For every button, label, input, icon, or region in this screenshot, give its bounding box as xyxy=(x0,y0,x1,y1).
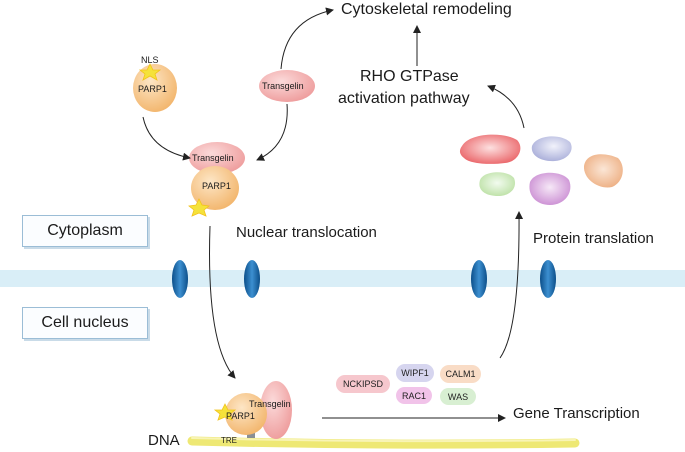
label-parp1-middle: PARP1 xyxy=(202,181,231,191)
label-nls: NLS xyxy=(141,55,159,65)
parp1-middle xyxy=(191,166,239,210)
arrow-parp1-to-complex xyxy=(142,116,191,161)
label-parp1-top: PARP1 xyxy=(138,84,167,94)
label-protein-translation: Protein translation xyxy=(533,230,654,247)
label-tre: TRE xyxy=(221,436,237,445)
nuclear-pore-2 xyxy=(244,260,260,298)
label-parp1-bottom: PARP1 xyxy=(226,411,255,421)
nuclear-pore-3 xyxy=(471,260,487,298)
arrow-transgelin-to-complex xyxy=(256,103,288,161)
nls-star xyxy=(138,63,162,81)
protein-red xyxy=(459,134,521,164)
arrow-protein-translation xyxy=(499,211,524,359)
parp1-bottom xyxy=(225,393,267,435)
protein-orange xyxy=(583,154,623,188)
cytoplasm-box: Cytoplasm xyxy=(22,215,148,247)
gene-nckipsd: NCKIPSD xyxy=(336,375,390,393)
nuclear-membrane xyxy=(0,270,685,287)
label-transgelin-middle: Transgelin xyxy=(192,153,234,163)
label-rho-line2: activation pathway xyxy=(338,90,470,107)
transgelin-middle xyxy=(189,142,245,174)
cell-nucleus-box: Cell nucleus xyxy=(22,307,148,339)
label-nuclear-translocation: Nuclear translocation xyxy=(236,224,377,241)
transgelin-top xyxy=(259,70,315,102)
gene-was: WAS xyxy=(440,388,476,405)
protein-blue xyxy=(531,136,572,162)
transgelin-bottom xyxy=(260,381,292,439)
label-transgelin-bottom: Transgelin xyxy=(249,399,291,409)
gene-wipf1: WIPF1 xyxy=(396,364,434,382)
star-middle xyxy=(188,198,210,217)
arrow-transgelin-to-cytoskeletal xyxy=(280,7,334,70)
label-gene-transcription: Gene Transcription xyxy=(513,405,640,422)
arrow-proteins-to-rho xyxy=(487,84,525,129)
nuclear-pore-1 xyxy=(172,260,188,298)
gene-rac1: RAC1 xyxy=(396,387,432,404)
nuclear-pore-4 xyxy=(540,260,556,298)
label-transgelin-top: Transgelin xyxy=(262,81,304,91)
dna-strand xyxy=(187,436,580,449)
label-dna: DNA xyxy=(148,432,180,449)
label-rho-line1: RHO GTPase xyxy=(360,68,459,85)
protein-green xyxy=(479,172,516,196)
gene-calm1: CALM1 xyxy=(440,365,481,383)
star-bottom xyxy=(213,403,237,421)
arrow-nuclear-translocation xyxy=(209,225,236,379)
protein-purple xyxy=(529,172,571,205)
label-cytoskeletal-remodeling: Cytoskeletal remodeling xyxy=(341,1,512,18)
